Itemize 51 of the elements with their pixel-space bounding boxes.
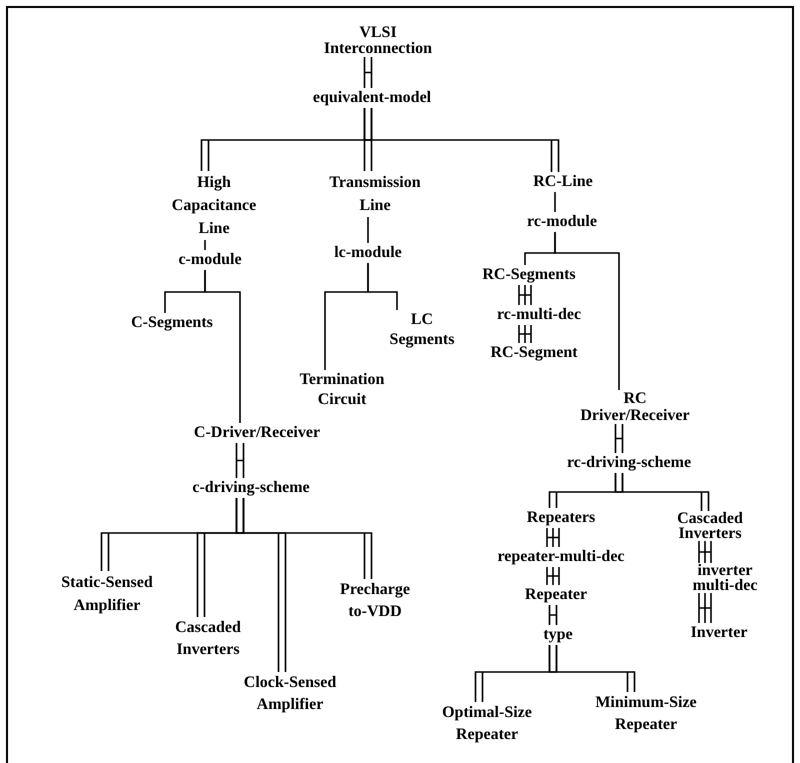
connector-line — [204, 240, 206, 250]
tree-node-label: Inverter — [674, 623, 764, 643]
tree-node-label: RC-Line — [513, 172, 613, 192]
tree-node-label: rc-multi-dec — [479, 305, 599, 325]
tree-node-label: Transmission Line — [312, 170, 438, 216]
tree-node-label: RC-Segment — [474, 343, 594, 363]
tree-node-label: lc-module — [318, 243, 418, 263]
connector-line — [367, 263, 398, 310]
tree-node-label: c-driving-scheme — [164, 478, 338, 498]
tree-node-label: inverter multi-dec — [678, 562, 772, 592]
connector-line — [364, 56, 372, 89]
tree-node-label: Termination Circuit — [284, 370, 400, 410]
connector-line — [546, 566, 560, 586]
tree-node-label: Precharge to-VDD — [329, 579, 421, 623]
connector-line — [698, 540, 712, 564]
tree-node-label: type — [528, 625, 588, 645]
tree-node-label: Repeater — [506, 585, 606, 605]
tree-node-label: Minimum-Size Repeater — [575, 692, 717, 736]
connector-line — [614, 472, 710, 512]
connector-line — [698, 592, 712, 624]
connector-line — [518, 284, 532, 306]
tree-node-label: C-Segments — [112, 313, 232, 333]
tree-node-label: Static-Sensed Amplifier — [40, 570, 174, 616]
tree-node-label: C-Driver/Receiver — [167, 423, 347, 443]
connector-line — [614, 423, 624, 454]
connector-line — [546, 527, 560, 548]
connector-line — [548, 604, 558, 626]
tree-node-label: Repeaters — [506, 508, 616, 528]
connector-line — [236, 497, 372, 580]
tree-node-label: High Capacitance Line — [158, 170, 270, 240]
tree-node-label: RC Driver/Receiver — [568, 390, 702, 424]
connector-line — [554, 232, 620, 390]
tree-node-label: Clock-Sensed Amplifier — [224, 672, 356, 716]
connector-line — [367, 217, 369, 243]
tree-node-label: repeater-multi-dec — [466, 547, 656, 567]
tree-node-label: c-module — [165, 250, 255, 270]
tree-node-label: Optimal-Size Repeater — [421, 702, 553, 746]
tree-node-label: RC-Segments — [464, 265, 594, 285]
tree-node-label: equivalent-model — [287, 88, 457, 108]
connector-line — [236, 442, 244, 479]
connector-line — [518, 324, 532, 344]
tree-node-label: Cascaded Inverters — [158, 617, 258, 661]
connector-line — [548, 644, 636, 693]
connector-line — [364, 107, 560, 173]
tree-node-label: VLSI Interconnection — [316, 25, 440, 57]
tree-node-label: Cascaded Inverters — [662, 510, 758, 540]
connector-line — [204, 270, 241, 423]
connector-line — [554, 192, 556, 212]
tree-node-label: rc-module — [512, 212, 612, 232]
tree-node-label: rc-driving-scheme — [539, 453, 719, 473]
tree-node-label: LC Segments — [381, 310, 463, 350]
